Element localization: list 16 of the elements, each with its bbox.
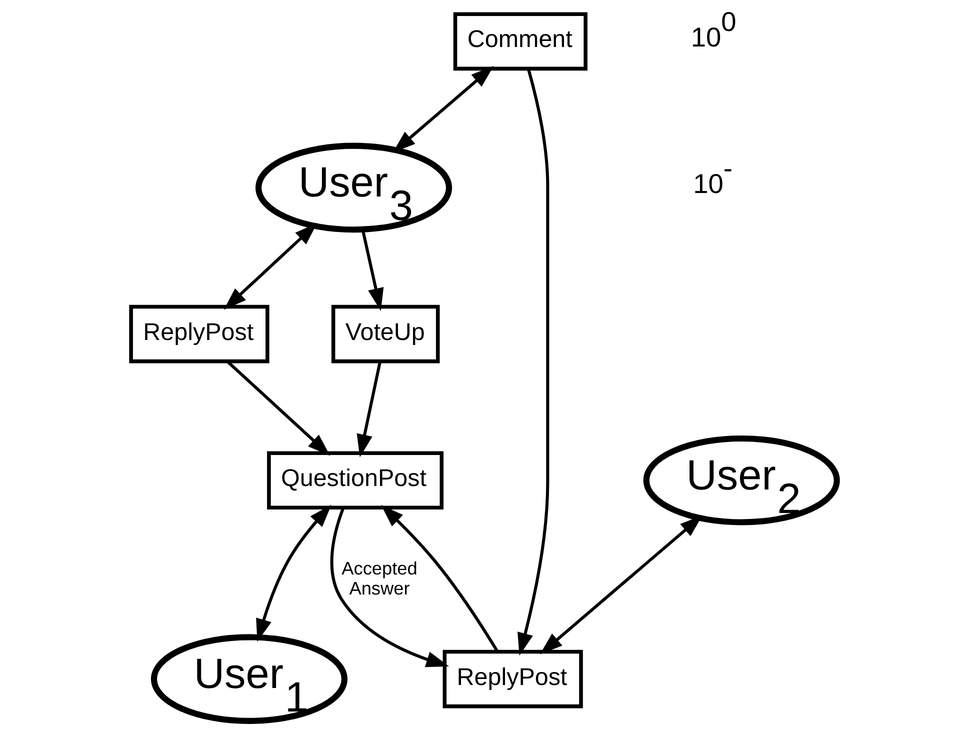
arrow — [517, 68, 549, 656]
arrow — [392, 66, 494, 153]
node-box: VoteUp — [330, 304, 440, 364]
arrow — [360, 229, 384, 311]
node-box: Comment — [452, 12, 587, 71]
arrow — [226, 360, 330, 456]
arrow — [380, 504, 498, 653]
arrow — [223, 223, 317, 310]
edge-label: Accepted Answer — [341, 558, 417, 598]
arrow — [356, 362, 381, 458]
node-box: ReplyPost — [442, 650, 582, 708]
arrow — [256, 504, 331, 642]
arrow — [330, 507, 448, 668]
node-box: ReplyPost — [128, 304, 269, 364]
node-box: QuestionPost — [266, 451, 444, 510]
arrow — [539, 515, 702, 654]
